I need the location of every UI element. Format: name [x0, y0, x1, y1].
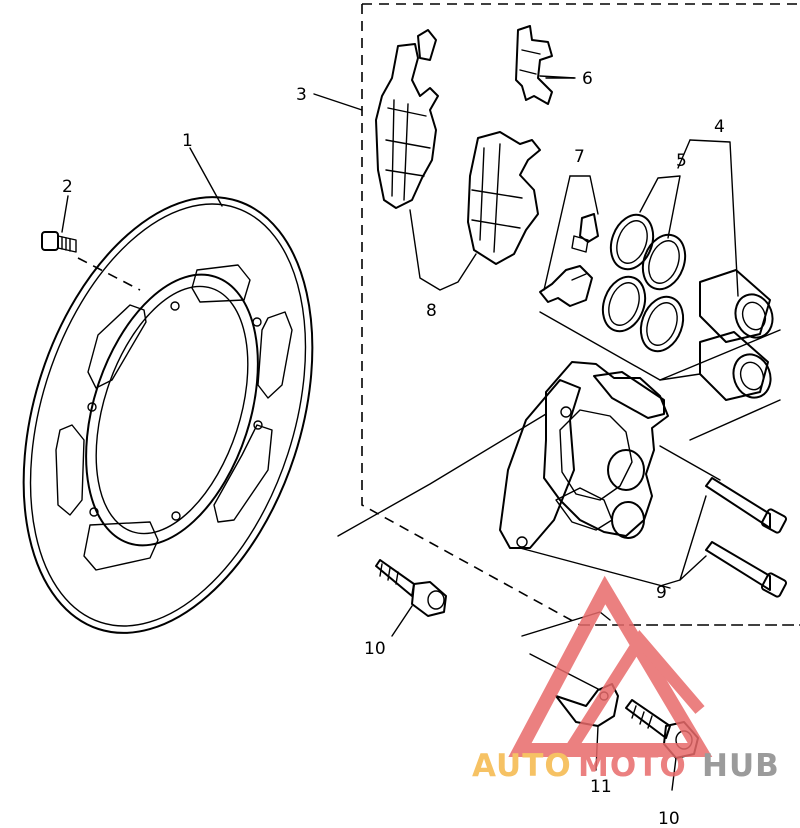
callout-9: 9 [656, 583, 667, 603]
pad-spring [515, 25, 576, 105]
leader-1 [189, 147, 223, 207]
brake-disc [22, 196, 314, 634]
caliper-assembly-boundary [361, 3, 800, 626]
callout-3: 3 [296, 85, 307, 105]
callout-11: 11 [590, 777, 612, 797]
watermark-logo: AUTO MOTO HUB [472, 575, 780, 784]
slide-pins [519, 445, 787, 598]
callout-10-left: 10 [364, 639, 386, 659]
callout-2: 2 [62, 177, 73, 197]
piston-seals [601, 175, 687, 353]
leader-9 [659, 579, 681, 587]
caliper-pistons [539, 139, 781, 441]
watermark-text-hub: HUB [702, 748, 780, 784]
callout-5: 5 [676, 151, 687, 171]
callout-8: 8 [426, 301, 437, 321]
callout-1: 1 [182, 131, 193, 151]
brake-pad-right [467, 131, 541, 265]
watermark-text-moto: MOTO [578, 748, 687, 784]
bleed-cap [539, 265, 593, 307]
disc-bolt [41, 231, 141, 291]
callout-4: 4 [714, 117, 725, 137]
bleed-screw [543, 175, 599, 291]
leader-3 [313, 93, 363, 111]
caliper-bolt-left [337, 413, 547, 637]
watermark-text-auto: AUTO [472, 748, 572, 784]
brake-pad-left [375, 29, 439, 209]
callout-7: 7 [574, 147, 585, 167]
leader-2 [61, 195, 69, 233]
callout-6: 6 [582, 69, 593, 89]
callout-10-right: 10 [658, 809, 680, 828]
caliper-bracket [499, 379, 581, 549]
caliper-body [543, 361, 669, 539]
leader-8 [409, 209, 477, 291]
